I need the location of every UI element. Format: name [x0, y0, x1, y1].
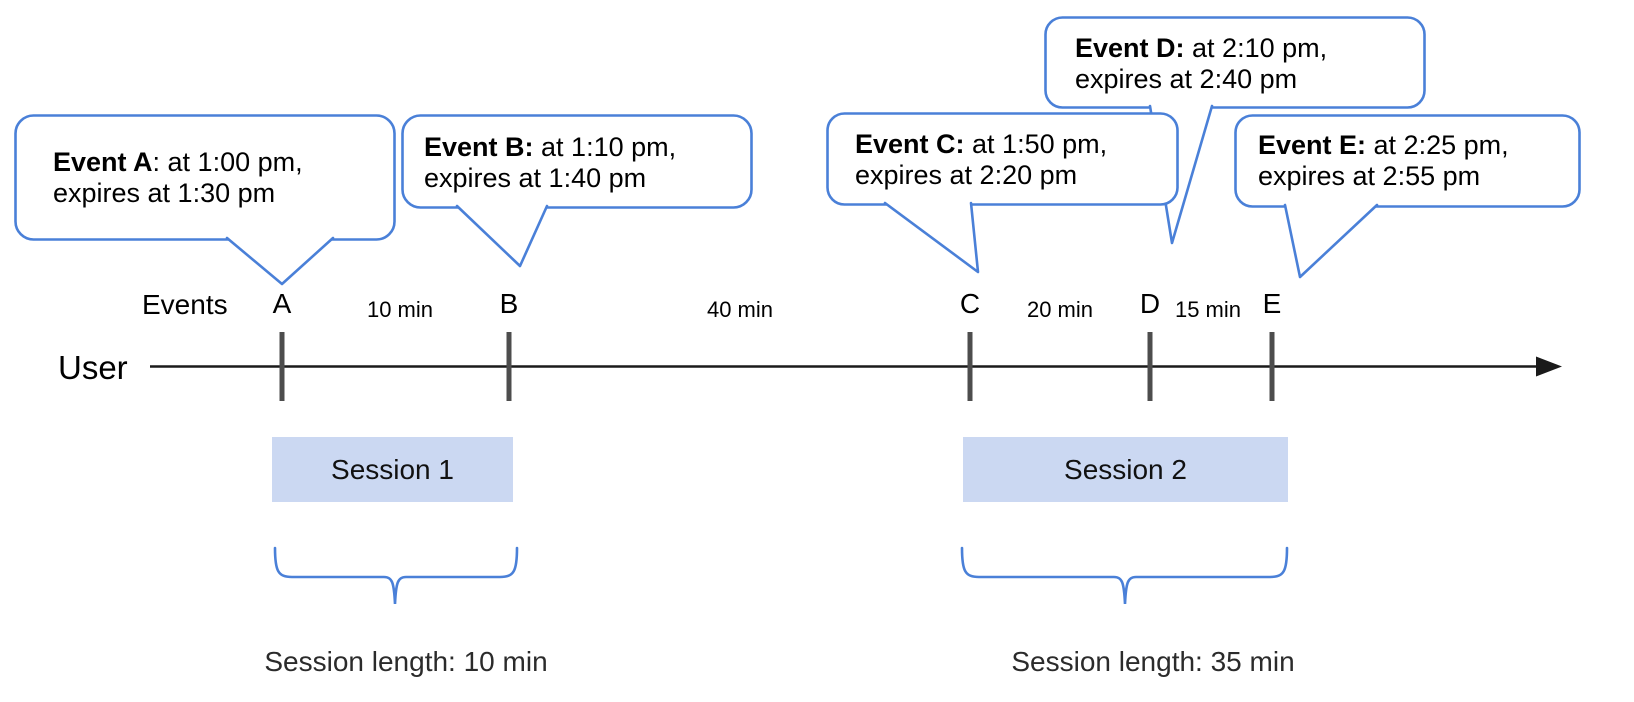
interval-label-d-e: 15 min: [1174, 297, 1242, 322]
event-e-expiry: expires at 2:55 pm: [1258, 161, 1481, 191]
session-2-label: Session 2: [1064, 453, 1187, 485]
event-b-callout-text: Event B: at 1:10 pm, expires at 1:40 pm: [424, 132, 676, 194]
event-d-time: at 2:10 pm,: [1184, 33, 1328, 63]
timeline-arrowhead-icon: [1536, 356, 1562, 377]
event-b-callout-tail-icon: [455, 204, 549, 268]
session-1-box: Session 1: [272, 437, 513, 502]
event-e-callout-text: Event E: at 2:25 pm, expires at 2:55 pm: [1258, 130, 1509, 192]
event-e-callout-tail-icon: [1283, 203, 1379, 279]
event-b-name: Event B:: [424, 132, 534, 162]
event-d-callout-text: Event D: at 2:10 pm, expires at 2:40 pm: [1075, 33, 1327, 95]
event-b-line1: Event B: at 1:10 pm,: [424, 132, 676, 163]
event-b-expiry: expires at 1:40 pm: [424, 163, 647, 193]
event-d-name: Event D:: [1075, 33, 1185, 63]
session-1-brace-icon: [273, 546, 519, 605]
event-a-name: Event A: [53, 147, 153, 177]
event-c-name: Event C:: [855, 129, 965, 159]
event-e-callout-bubble: [1234, 114, 1581, 208]
event-letter-d: D: [1139, 288, 1161, 319]
event-letter-b: B: [499, 288, 519, 319]
event-e-name: Event E:: [1258, 130, 1367, 160]
event-c-expiry: expires at 2:20 pm: [855, 160, 1078, 190]
interval-label-a-b: 10 min: [366, 297, 434, 322]
event-d-callout-bubble: [1044, 16, 1426, 109]
event-c-line1: Event C: at 1:50 pm,: [855, 129, 1107, 160]
event-a-callout-tail-icon: [225, 236, 335, 286]
axis-label-user: User: [58, 349, 128, 386]
event-a-callout-text: Event A: at 1:00 pm, expires at 1:30 pm: [53, 147, 303, 209]
event-c-callout-tail-icon: [883, 201, 980, 274]
event-e-line1: Event E: at 2:25 pm,: [1258, 130, 1509, 161]
event-letter-a: A: [272, 288, 292, 319]
session-2-box: Session 2: [963, 437, 1288, 502]
event-a-callout-bubble: [14, 114, 396, 241]
session-2-brace-icon: [960, 546, 1289, 605]
event-a-time: : at 1:00 pm,: [152, 147, 303, 177]
event-letter-c: C: [959, 288, 981, 319]
event-d-line1: Event D: at 2:10 pm,: [1075, 33, 1327, 64]
events-label: Events: [142, 289, 228, 320]
event-c-callout-bubble: [826, 112, 1179, 206]
event-a-expiry: expires at 1:30 pm: [53, 178, 276, 208]
session-1-label: Session 1: [331, 453, 454, 485]
session-2-length-label: Session length: 35 min: [1011, 646, 1295, 677]
event-letter-e: E: [1262, 288, 1282, 319]
event-b-time: at 1:10 pm,: [533, 132, 677, 162]
event-a-line1: Event A: at 1:00 pm,: [53, 147, 303, 178]
event-c-time: at 1:50 pm,: [964, 129, 1108, 159]
event-b-callout-bubble: [401, 114, 753, 209]
event-d-expiry: expires at 2:40 pm: [1075, 64, 1298, 94]
interval-label-c-d: 20 min: [1026, 297, 1094, 322]
interval-label-b-c: 40 min: [706, 297, 774, 322]
event-c-callout-text: Event C: at 1:50 pm, expires at 2:20 pm: [855, 129, 1107, 191]
event-e-time: at 2:25 pm,: [1366, 130, 1509, 160]
session-1-length-label: Session length: 10 min: [264, 646, 548, 677]
